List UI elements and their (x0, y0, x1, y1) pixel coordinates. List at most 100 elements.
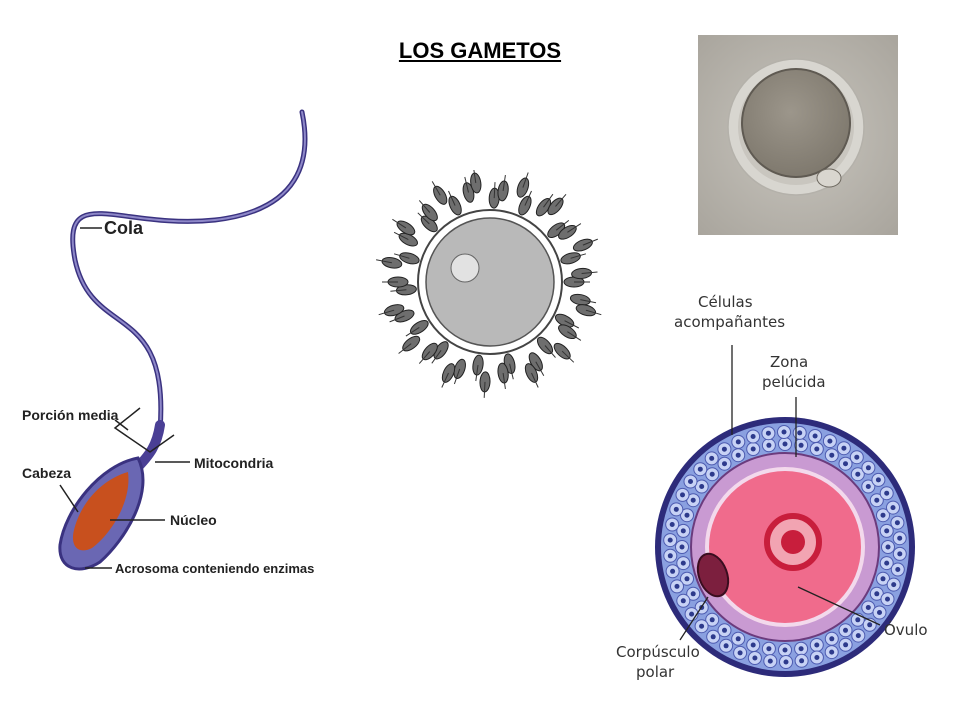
label-zona-2: pelúcida (762, 373, 826, 391)
granulosa-cell-nucleus (684, 576, 690, 582)
granulosa-cell-nucleus (674, 583, 680, 589)
granulosa-cell-nucleus (767, 658, 773, 664)
label-zona-1: Zona (770, 353, 808, 371)
granulosa-cell-nucleus (798, 646, 804, 652)
ovum-nucleus (781, 530, 805, 554)
corona-cell-process (502, 175, 506, 191)
granulosa-cell-nucleus (783, 659, 789, 665)
nucleus (450, 253, 480, 283)
granulosa-cell-nucleus (680, 598, 686, 604)
label-acrosome: Acrosoma conteniendo enzimas (115, 561, 314, 576)
corona-cell-process (531, 372, 539, 388)
granulosa-cell-nucleus (865, 605, 871, 610)
corona-cell-process (567, 223, 582, 233)
corona-cell-process (389, 315, 405, 323)
granulosa-cell-nucleus (855, 471, 861, 477)
sperm-tail (70, 109, 308, 433)
granulosa-cell-nucleus (735, 452, 741, 458)
granulosa-cell-nucleus (750, 642, 756, 648)
labelled-ovum-diagram: Células acompañantes Zona pelúcida Óvulo… (616, 293, 928, 681)
corona-cell-process (580, 299, 597, 304)
granulosa-cell-nucleus (855, 617, 861, 623)
corona-cell-process (585, 309, 602, 316)
corona-cell-process (564, 320, 580, 329)
label-tail: Cola (104, 218, 144, 238)
granulosa-cell-nucleus (880, 512, 886, 518)
corona-cell-process (509, 363, 514, 380)
granulosa-cells (663, 425, 907, 669)
granulosa-cell-nucleus (690, 591, 696, 597)
granulosa-cell-nucleus (829, 649, 835, 655)
granulosa-cell-nucleus (897, 535, 903, 541)
corona-cell-process (502, 373, 506, 389)
granulosa-cell-nucleus (723, 643, 729, 649)
corona-cell-process (582, 238, 598, 246)
granulosa-cell-nucleus (680, 560, 686, 566)
granulosa-cell-nucleus (855, 633, 861, 639)
granulosa-cell-nucleus (798, 442, 804, 448)
corona-cell-process (453, 368, 461, 385)
granulosa-cell-nucleus (891, 582, 897, 588)
granulosa-cell-nucleus (812, 433, 818, 439)
granulosa-cell-nucleus (877, 610, 882, 615)
corona-cell-process (448, 190, 456, 206)
granulosa-cell-nucleus (735, 439, 741, 445)
granulosa-cell-nucleus (679, 544, 685, 550)
granulosa-cell-nucleus (689, 611, 695, 617)
corona-cell-process (398, 343, 412, 354)
corona-cell-process (431, 181, 441, 196)
corona-cell-process (431, 350, 442, 364)
oocyte-micrograph (698, 35, 898, 235)
corona-cell-process (417, 212, 430, 225)
granulosa-cell-nucleus (874, 497, 880, 503)
page-title: LOS GAMETOS (398, 38, 562, 63)
granulosa-cell-nucleus (722, 461, 727, 467)
corona-cell (402, 335, 421, 352)
corona-cell-process (555, 193, 567, 207)
granulosa-cell-nucleus (699, 623, 705, 629)
granulosa-cell-nucleus (735, 636, 741, 642)
granulosa-cell-nucleus (890, 505, 896, 511)
granulosa-cell-nucleus (782, 647, 788, 653)
corona-radiata-ovum-drawing (376, 170, 602, 398)
granulosa-cell-nucleus (669, 522, 675, 527)
corona-cell-process (535, 361, 545, 376)
corona-cell-process (473, 170, 477, 184)
granulosa-cell-nucleus (690, 497, 696, 503)
granulosa-cell-nucleus (680, 492, 685, 498)
granulosa-cell-nucleus (766, 442, 772, 448)
granulosa-cell-nucleus (814, 446, 820, 452)
granulosa-cell-nucleus (884, 528, 890, 534)
granulosa-cell-nucleus (709, 455, 715, 461)
corona-cell-process (393, 253, 410, 259)
corona-cell-process (475, 365, 479, 382)
corona-cell-process (393, 231, 409, 241)
granulosa-cell-nucleus (766, 646, 772, 652)
corona-cell-process (464, 176, 469, 193)
granulosa-cell-nucleus (721, 446, 727, 452)
granulosa-cell-nucleus (799, 658, 805, 664)
corona-cell (571, 267, 593, 280)
granulosa-cell-nucleus (797, 430, 803, 436)
corona-cell-process (555, 220, 570, 231)
granulosa-cell-nucleus (897, 551, 903, 557)
granulosa-cell-nucleus (699, 484, 705, 489)
granulosa-cell-nucleus (750, 434, 756, 439)
granulosa-cell-nucleus (667, 537, 673, 543)
granulosa-cell-nucleus (854, 454, 860, 460)
granulosa-cell-nucleus (670, 568, 676, 574)
label-mitochondria: Mitocondria (194, 455, 274, 471)
granulosa-cell-nucleus (737, 650, 743, 656)
granulosa-cell-nucleus (827, 438, 833, 444)
granulosa-cell-nucleus (894, 520, 900, 526)
sperm-diagram: Cola Porción media Mitocondria Cabeza Nú… (22, 109, 314, 576)
label-companion-cells-2: acompañantes (674, 313, 785, 331)
granulosa-cell-nucleus (709, 617, 715, 623)
label-midpiece: Porción media (22, 407, 119, 423)
label-nucleus: Núcleo (170, 512, 217, 528)
granulosa-cell-nucleus (781, 429, 787, 435)
granulosa-cell-nucleus (865, 465, 871, 471)
granulosa-cell-nucleus (843, 461, 848, 467)
granulosa-cell-nucleus (814, 655, 820, 660)
corona-cell-process (405, 326, 420, 337)
